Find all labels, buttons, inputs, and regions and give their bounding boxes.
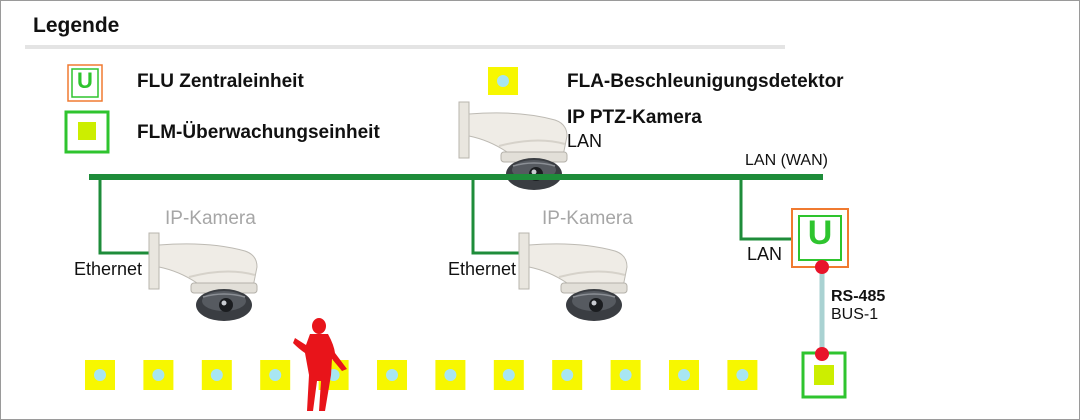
fla-detector: [143, 360, 174, 390]
legend-divider: [25, 45, 785, 49]
fla-detector: [727, 360, 758, 390]
legend-ptz-label: IP PTZ-Kamera: [567, 107, 702, 128]
legend-flm-symbol: [64, 110, 110, 154]
fla-detector: [260, 360, 291, 390]
legend-flu-letter: U: [77, 68, 93, 93]
fla-detector: [610, 360, 641, 390]
fla-detector: [377, 360, 407, 390]
flu-lan-label: LAN: [747, 244, 783, 264]
legend-ptz-sub-label: LAN: [567, 131, 603, 151]
fla-detector: [201, 360, 232, 390]
flu-central-unit: [791, 208, 849, 268]
ethernet-link-1: [98, 177, 151, 255]
ip-camera-2-icon: [518, 232, 628, 322]
fla-detector: [669, 360, 699, 390]
lan-wan-label: LAN (WAN): [745, 152, 828, 169]
lan-link-flu: [739, 177, 793, 241]
ethernet-link-2: [471, 177, 521, 255]
ip-camera-1-icon: [148, 232, 258, 322]
legend-flu-symbol: [67, 64, 103, 102]
rs485-node-bottom: [815, 347, 829, 361]
fla-detector: [435, 360, 466, 390]
detector-row: [85, 360, 758, 390]
rs485-label: RS-485: [831, 288, 886, 305]
flu-unit-letter: U: [807, 214, 833, 252]
fla-detector: [493, 360, 524, 390]
ip-camera-1-label: IP-Kamera: [165, 208, 256, 229]
ethernet-1-label: Ethernet: [74, 259, 143, 279]
fla-detector: [552, 360, 583, 390]
ip-camera-2-label: IP-Kamera: [542, 208, 633, 229]
legend-title: Legende: [33, 14, 120, 37]
rs485-node-top: [815, 260, 829, 274]
fla-detector: [85, 360, 115, 390]
legend-fla-symbol: [488, 67, 518, 95]
legend-flu-label: FLU Zentraleinheit: [137, 71, 304, 92]
bus-label: BUS-1: [831, 306, 879, 323]
person-figure: [293, 318, 347, 411]
legend-flm-label: FLM-Überwachungseinheit: [137, 122, 380, 143]
ethernet-2-label: Ethernet: [448, 259, 517, 279]
legend-fla-label: FLA-Beschleunigungsdetektor: [567, 71, 844, 92]
